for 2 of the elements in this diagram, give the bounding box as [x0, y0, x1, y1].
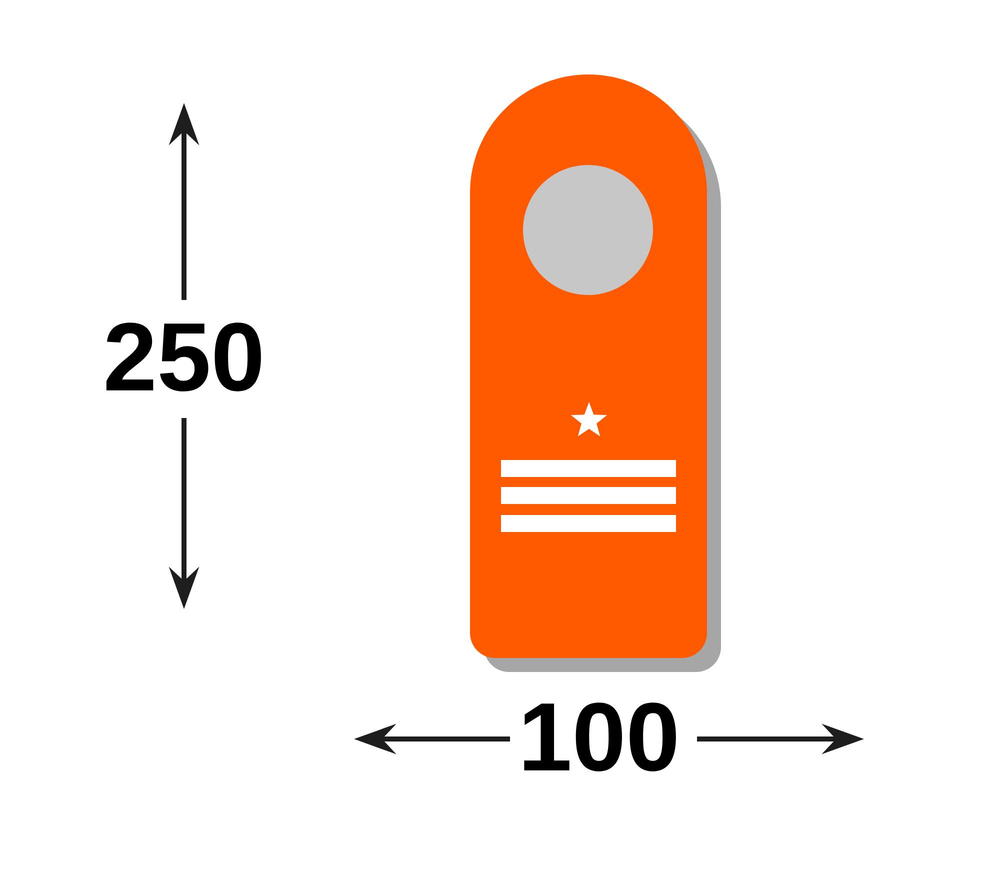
- dimension-label: 100: [524, 702, 676, 772]
- dimension-label: 250: [106, 322, 261, 392]
